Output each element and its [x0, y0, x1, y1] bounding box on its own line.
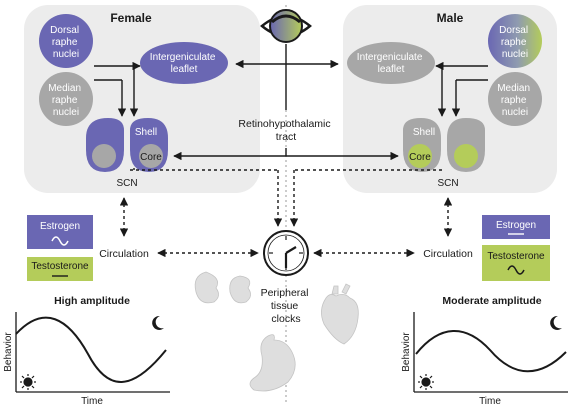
- male-estrogen-box: [482, 215, 550, 239]
- tract-line-1: Retinohypothalamic: [238, 118, 330, 130]
- tract-line-2: tract: [276, 131, 297, 143]
- svg-text:Dorsal raphe nucle: Dorsal raphe nuclei: [50, 25, 82, 60]
- male-amplitude-title: Moderate amplitude: [442, 295, 541, 307]
- heart-icon: [321, 283, 359, 345]
- svg-text:Median raphe nucle: Median raphe nuclei: [497, 83, 533, 118]
- female-testosterone-label: Testosterone: [31, 261, 89, 272]
- female-scn-right: Shell Core: [130, 118, 168, 172]
- retinohypothalamic-arrows: [173, 44, 399, 161]
- scn-peripheral-dotted-arrows: [130, 168, 442, 227]
- kidney-icon: [194, 271, 251, 304]
- female-median-line-2: raphe: [52, 95, 78, 106]
- female-dorsal-raphe: Dorsal raphe nuclei: [39, 14, 93, 68]
- female-igl-line-2: leaflet: [171, 64, 198, 75]
- male-intergeniculate-leaflet: Intergeniculate leaflet: [347, 42, 435, 84]
- female-testosterone-box: [27, 257, 93, 281]
- peripheral-line-2: tissue: [271, 300, 299, 312]
- male-median-line-2: raphe: [501, 95, 527, 106]
- male-median-line-3: nuclei: [502, 107, 528, 118]
- male-dorsal-line-2: raphe: [501, 37, 527, 48]
- male-igl-line-1: Intergeniculate: [357, 52, 423, 63]
- female-intergeniculate-leaflet: Intergeniculate leaflet: [140, 42, 228, 84]
- male-scn-label: SCN: [437, 178, 458, 189]
- male-title: Male: [437, 11, 464, 25]
- male-igl-line-2: leaflet: [378, 64, 405, 75]
- male-median-line-1: Median: [497, 83, 530, 94]
- peripheral-line-1: Peripheral: [261, 287, 309, 299]
- svg-text:Intergeniculate leaflet: Intergeniculate leaflet: [150, 52, 218, 75]
- svg-text:Dorsal raphe nucle: Dorsal raphe nuclei: [499, 25, 531, 60]
- male-estrogen-label: Estrogen: [496, 220, 536, 231]
- female-core-label: Core: [140, 152, 162, 163]
- female-shell-label: Shell: [135, 127, 157, 138]
- female-dorsal-line-2: raphe: [52, 37, 78, 48]
- female-dorsal-line-3: nuclei: [53, 49, 79, 60]
- retinohypothalamic-label: Retinohypothalamic tract: [238, 118, 333, 143]
- female-igl-line-1: Intergeniculate: [150, 52, 216, 63]
- female-estrogen-box: [27, 215, 93, 249]
- male-core-label: Core: [409, 152, 431, 163]
- female-scn-left: [86, 118, 124, 172]
- female-circulation-label: Circulation: [99, 248, 149, 260]
- female-estrogen-wave-icon: [51, 236, 69, 246]
- female-plot-axes: [15, 312, 170, 393]
- male-scn-left: Shell Core: [403, 118, 441, 172]
- svg-text:Median raphe nucle: Median raphe nuclei: [48, 83, 84, 118]
- male-testosterone-wave-icon: [507, 265, 525, 275]
- female-median-line-3: nuclei: [53, 107, 79, 118]
- stomach-icon: [249, 334, 296, 392]
- male-circulation-label: Circulation: [423, 248, 473, 260]
- male-raphe-arrows: [435, 61, 488, 117]
- eye-icon: [260, 9, 312, 43]
- female-moon-icon: [152, 315, 164, 330]
- female-title: Female: [110, 11, 152, 25]
- peripheral-label: Peripheral tissue clocks: [261, 287, 312, 325]
- female-estrogen-label: Estrogen: [40, 221, 80, 232]
- female-scn-label: SCN: [116, 178, 137, 189]
- female-amplitude-title: High amplitude: [54, 295, 130, 307]
- female-dorsal-line-1: Dorsal: [50, 25, 79, 36]
- male-dorsal-raphe: Dorsal raphe nuclei: [488, 14, 542, 68]
- female-behavior-curve: [15, 316, 167, 383]
- male-shell-label: Shell: [413, 127, 435, 138]
- peripheral-line-3: clocks: [271, 313, 300, 325]
- female-median-raphe: Median raphe nuclei: [39, 72, 93, 126]
- male-moon-icon: [550, 315, 562, 330]
- male-dorsal-line-1: Dorsal: [499, 25, 528, 36]
- male-behavior-curve: [415, 330, 567, 373]
- female-raphe-arrows: [94, 61, 141, 117]
- male-xlabel: Time: [479, 396, 501, 407]
- male-scn-right: [447, 118, 485, 172]
- female-ylabel: Behavior: [3, 332, 14, 372]
- male-testosterone-label: Testosterone: [487, 251, 545, 262]
- male-testosterone-box: [482, 245, 550, 281]
- male-median-raphe: Median raphe nuclei: [488, 72, 542, 126]
- svg-text:Intergeniculate leaflet: Intergeniculate leaflet: [357, 52, 425, 75]
- scn-circulation-dotted: [119, 197, 453, 258]
- female-median-line-1: Median: [48, 83, 81, 94]
- clock-icon: [263, 230, 309, 276]
- male-dorsal-line-3: nuclei: [502, 49, 528, 60]
- female-sun-icon: [20, 374, 36, 390]
- male-ylabel: Behavior: [401, 332, 412, 372]
- female-xlabel: Time: [81, 396, 103, 407]
- male-sun-icon: [418, 374, 434, 390]
- male-plot-axes: [413, 312, 568, 393]
